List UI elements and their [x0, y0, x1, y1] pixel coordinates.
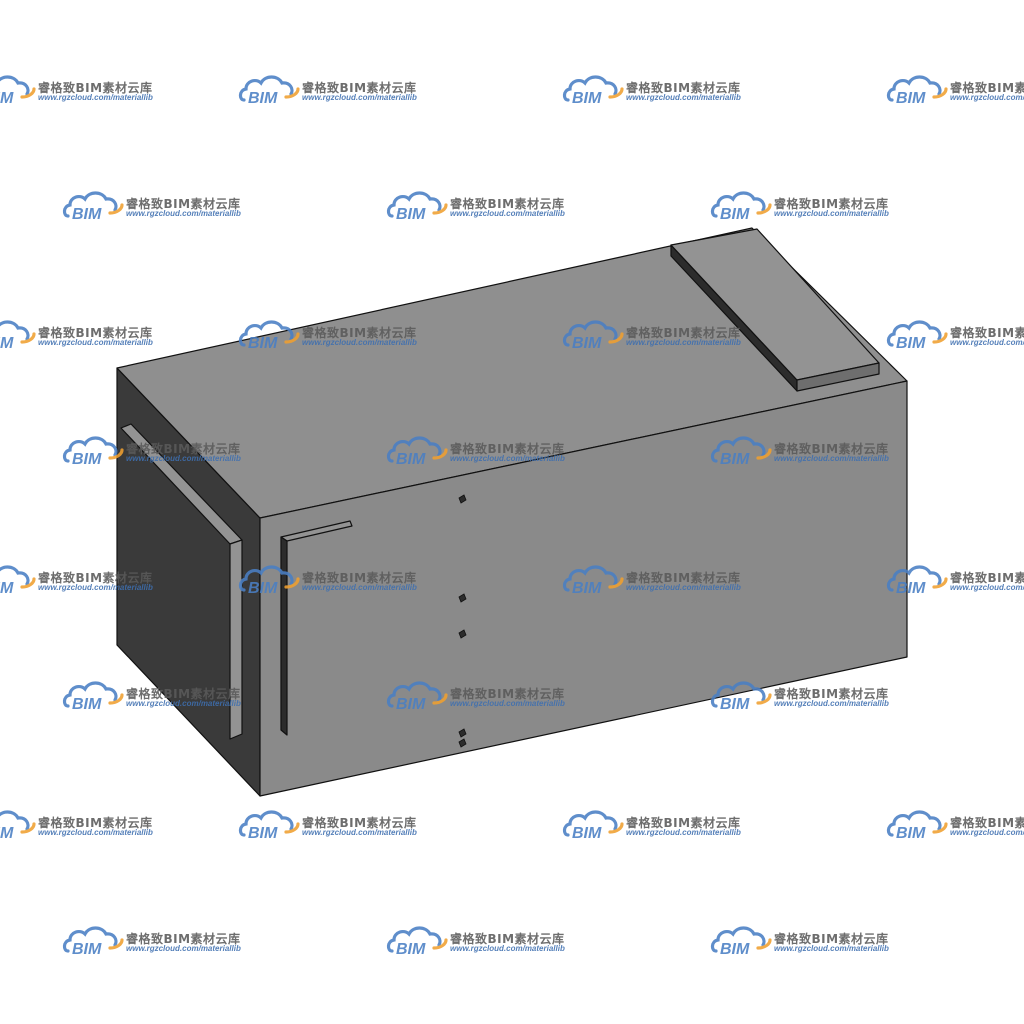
stud — [458, 728, 467, 738]
stud — [458, 629, 467, 639]
front-rail-slot — [280, 536, 288, 736]
stud — [458, 494, 467, 504]
gray-box-model — [116, 227, 908, 797]
front-studs — [458, 494, 467, 748]
stud — [458, 738, 467, 748]
side-rail-face — [229, 539, 243, 740]
stud — [458, 593, 467, 603]
top-plate-edge — [796, 362, 880, 392]
